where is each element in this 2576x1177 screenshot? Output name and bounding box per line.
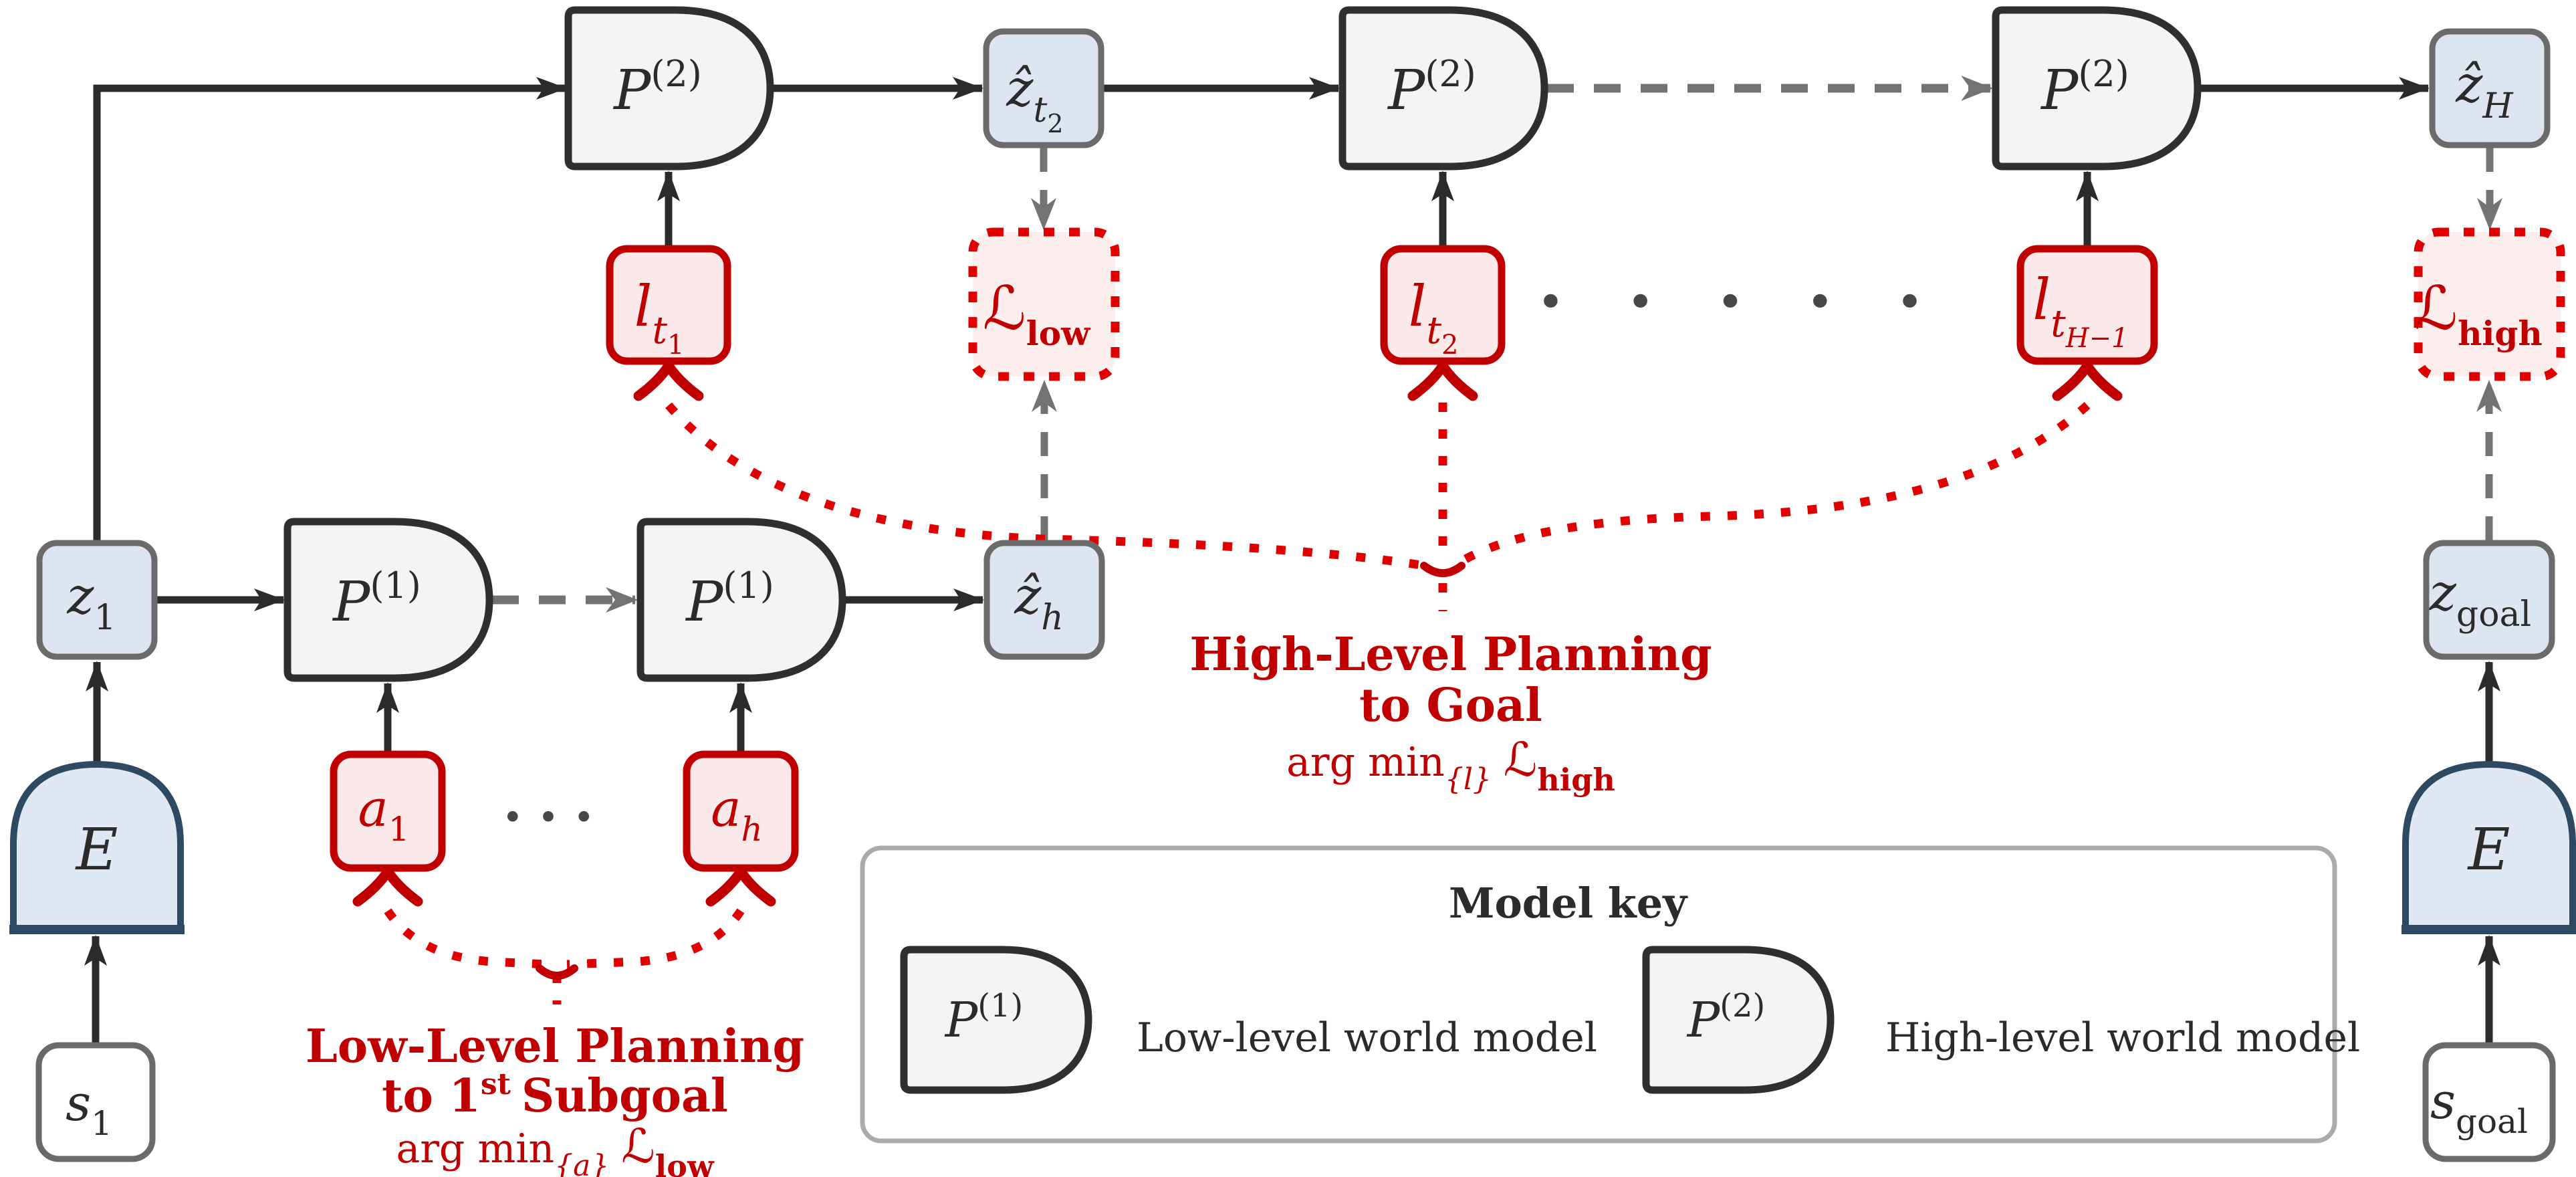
high-level-planning-line2: to Goal xyxy=(1359,679,1542,732)
legend-p2-block xyxy=(1642,946,1835,1094)
legend-p2-label: P(2) xyxy=(1686,987,1765,1048)
lt2-box xyxy=(1380,245,1506,365)
z1-label: z1 xyxy=(66,566,116,638)
zgoal-box xyxy=(2423,540,2555,660)
red-dotted-curve-ltH1 xyxy=(1449,402,2091,571)
zhat-H-label: ẑH xyxy=(2455,54,2514,126)
encoder-block-right xyxy=(2402,760,2576,933)
legend-high-label: High-level world model xyxy=(1885,1014,2360,1061)
legend-p1-label: P(1) xyxy=(944,987,1023,1048)
p2-label-2: P(2) xyxy=(1387,53,1476,122)
sgoal-box xyxy=(2422,1042,2556,1162)
zhat-h-box xyxy=(983,540,1105,660)
arrow-z1-to-p2-1 xyxy=(93,77,567,542)
loss-low-label: ℒlow xyxy=(983,274,1091,353)
red-arrow-foot-lt2 xyxy=(1407,356,1478,401)
p2-label-1: P(2) xyxy=(612,53,702,122)
low-level-argmin: arg min{a}ℒlow xyxy=(396,1119,714,1177)
red-arrow-foot-ah xyxy=(705,862,776,907)
ah-label: ah xyxy=(711,778,763,849)
ltH1-label: ltH−1 xyxy=(2032,267,2128,354)
p2-block-1 xyxy=(564,6,774,171)
ah-box xyxy=(683,750,799,872)
red-dotted-curve-ah xyxy=(566,908,745,969)
ltH1-box xyxy=(2016,245,2158,365)
legend-p1-block xyxy=(900,946,1092,1094)
p1-label-1: P(1) xyxy=(332,564,421,634)
s1-box xyxy=(35,1042,156,1162)
p2-block-2 xyxy=(1338,6,1548,171)
red-junction-arc-high xyxy=(1420,562,1466,577)
zgoal-label: zgoal xyxy=(2429,562,2531,635)
lt1-label: lt1 xyxy=(634,274,685,360)
red-arrow-foot-a1 xyxy=(352,862,423,907)
red-junction-arc-low xyxy=(536,964,578,980)
lt2-label: lt2 xyxy=(1409,274,1459,360)
z1-box xyxy=(36,540,158,660)
a1-box xyxy=(330,750,446,872)
encoder-right-label: E xyxy=(2467,817,2510,883)
sgoal-label: sgoal xyxy=(2430,1073,2528,1141)
ellipsis-a-row: ··· xyxy=(503,783,610,849)
p1-block-1 xyxy=(283,518,493,682)
red-arrow-foot-ltH1 xyxy=(2052,356,2123,401)
loss-low-box xyxy=(968,227,1120,381)
loss-high-label: ℒhigh xyxy=(2414,274,2543,353)
loss-high-box xyxy=(2414,227,2565,381)
model-key-title: Model key xyxy=(1449,879,1688,928)
s1-label: s1 xyxy=(66,1075,112,1143)
zhat-t2-label: ẑt2 xyxy=(1006,58,1063,138)
ellipsis-l-row: ····· xyxy=(1538,257,1986,344)
zhat-H-box xyxy=(2429,28,2551,148)
red-arrow-foot-lt1 xyxy=(633,356,704,401)
high-level-argmin: arg min{l}ℒhigh xyxy=(1286,732,1615,798)
low-level-planning-line1: Low-Level Planning xyxy=(306,1020,804,1073)
encoder-left-label: E xyxy=(75,817,118,883)
red-dotted-curve-lt1 xyxy=(665,402,1435,572)
p1-block-2 xyxy=(636,518,846,682)
lt1-box xyxy=(606,245,731,365)
p2-label-3: P(2) xyxy=(2040,53,2129,122)
zhat-h-label: ẑh xyxy=(1014,566,1064,638)
model-key-box xyxy=(860,845,2337,1144)
high-level-planning-line1: High-Level Planning xyxy=(1189,628,1712,681)
red-dotted-curve-a1 xyxy=(384,908,548,969)
encoder-block-left xyxy=(10,760,184,933)
p1-label-2: P(1) xyxy=(685,564,774,634)
a1-label: a1 xyxy=(358,778,409,849)
p2-block-3 xyxy=(1992,6,2202,171)
legend-low-label: Low-level world model xyxy=(1137,1014,1597,1061)
zhat-t2-box xyxy=(983,28,1104,148)
